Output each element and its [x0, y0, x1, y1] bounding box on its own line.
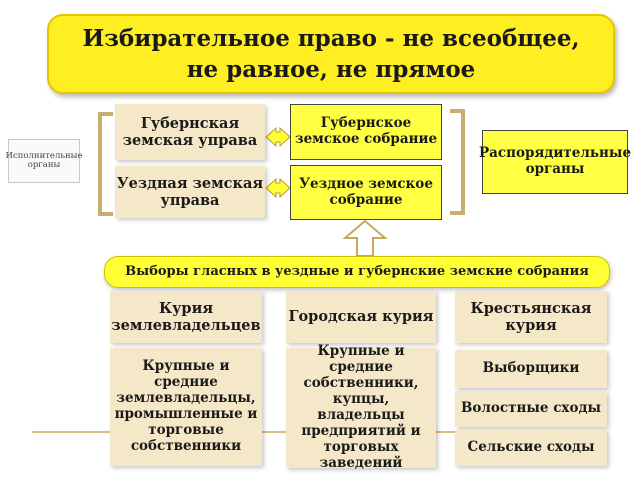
up-arrow	[342, 219, 388, 257]
gubernskaya-uprava-box: Губернская земская управа	[115, 104, 265, 160]
city-members: Крупные и средние собственники, купцы, в…	[286, 343, 436, 471]
gubernskoe-sobranie-box: Губернское земское собрание	[290, 104, 442, 160]
peasant-volost-assemblies: Волостные сходы	[455, 391, 607, 427]
curia-peasant: Крестьянская курия	[455, 291, 607, 343]
curia-city: Городская курия	[286, 291, 436, 343]
uezdnoe-sobranie-box: Уездное земское собрание	[290, 165, 442, 220]
curia-landowners: Курия землевладельцев	[110, 291, 262, 343]
arrow-gubernskaya-link	[265, 126, 291, 148]
executive-bodies-label: Исполнительные органы	[6, 139, 82, 183]
peasant-village-assemblies: Сельские сходы	[455, 430, 607, 466]
page-title: Избирательное право - не всеобщее, не ра…	[47, 14, 615, 94]
right-bracket	[450, 109, 465, 215]
uezdnaya-uprava-box: Уездная земская управа	[115, 166, 265, 218]
landowners-members: Крупные и средние землевладельцы, промыш…	[110, 348, 262, 466]
administrative-bodies-box: Распорядительные органы	[479, 130, 631, 194]
peasant-electors: Выборщики	[455, 350, 607, 388]
arrow-uezdnaya-link	[265, 177, 291, 199]
elections-banner: Выборы гласных в уездные и губернские зе…	[104, 256, 610, 288]
left-bracket	[98, 112, 113, 216]
